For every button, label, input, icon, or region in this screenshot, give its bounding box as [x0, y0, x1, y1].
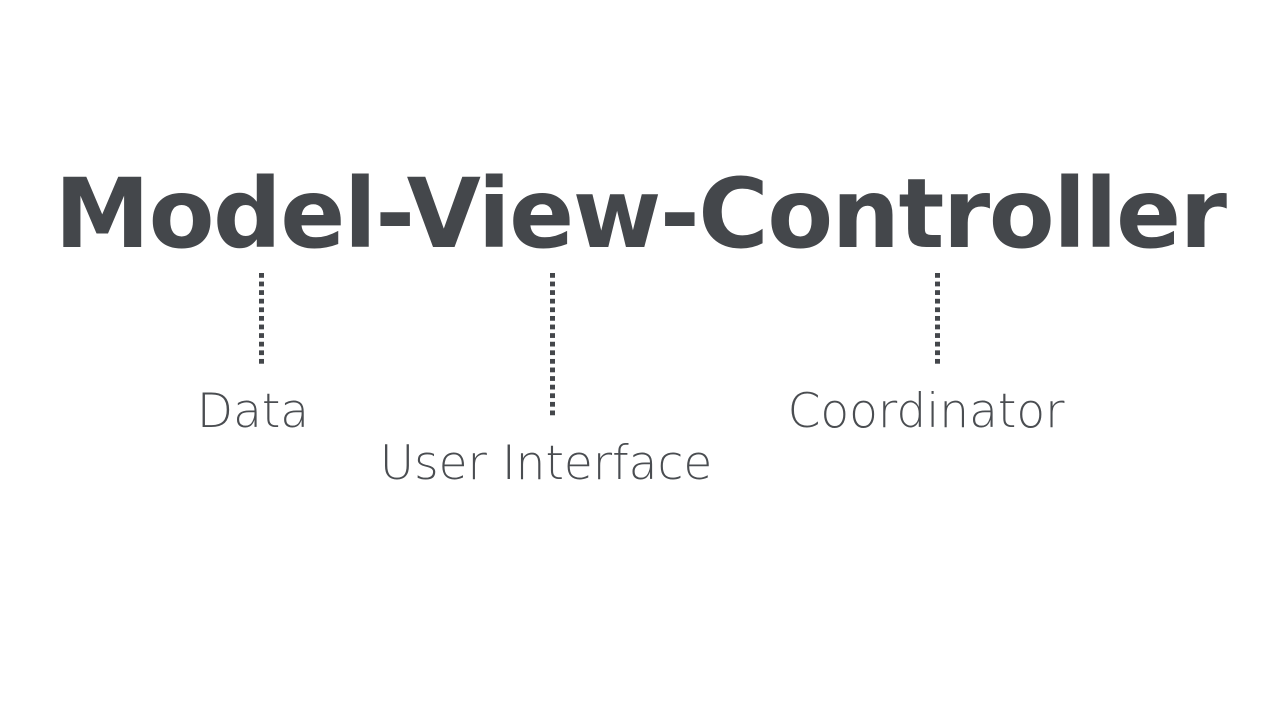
- page-title: Model-View-Controller: [54, 158, 1227, 270]
- annotation-label-controller: Coordinator: [787, 384, 1065, 439]
- connector-line-model: [259, 273, 264, 367]
- connector-line-view: [550, 273, 555, 419]
- connector-line-controller: [935, 273, 940, 367]
- annotation-label-view: User Interface: [379, 436, 713, 491]
- annotation-label-model: Data: [196, 384, 310, 439]
